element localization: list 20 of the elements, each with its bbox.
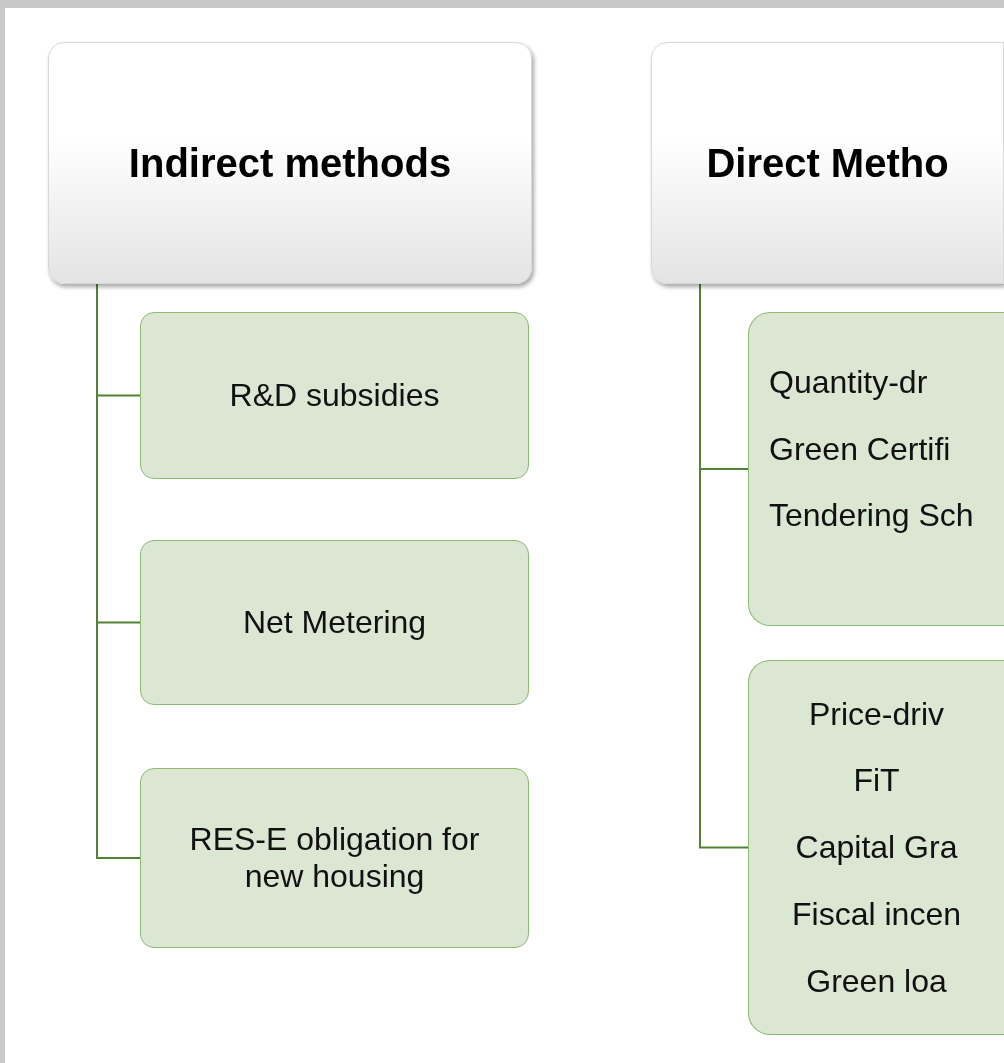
method-text: Fiscal incen: [792, 895, 961, 933]
method-text: Net Metering: [242, 604, 427, 641]
method-text: R&D subsidies: [229, 377, 440, 414]
category-title: Direct Metho: [706, 140, 949, 187]
method-text: Green loa: [806, 962, 947, 1000]
method-box: [140, 768, 529, 948]
method-text: Green Certifi: [769, 430, 951, 468]
method-box: [140, 540, 529, 705]
method-text: Tendering Sch: [769, 497, 974, 535]
method-box: [748, 312, 1004, 626]
category-title: Indirect methods: [128, 140, 452, 187]
method-box: [140, 312, 529, 479]
method-text: Price-driv: [808, 695, 945, 733]
method-text: RES-E obligation for new housing: [188, 821, 481, 895]
method-text: Quantity-dr: [769, 363, 928, 401]
category-header-box: [651, 42, 1004, 284]
method-box: [748, 660, 1004, 1035]
method-text: Capital Gra: [795, 829, 958, 866]
category-header-box: [48, 42, 532, 284]
method-text: FiT: [853, 762, 900, 800]
